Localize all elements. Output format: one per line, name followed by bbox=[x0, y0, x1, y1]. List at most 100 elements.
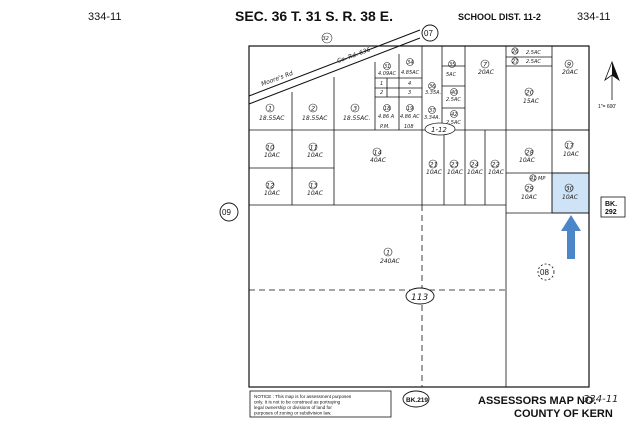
parcel-30-number: 30 bbox=[566, 185, 574, 193]
parcel-24-number: 24 bbox=[471, 161, 479, 169]
parcel-labels: 1 18.55AC 2 18.55AC 3 18.55AC. 31 4.09AC… bbox=[259, 47, 580, 265]
bk-292-number: 292 bbox=[605, 209, 617, 216]
parcel-3-area: 18.55AC. bbox=[343, 115, 370, 122]
parcel-26-area: 2.5AC bbox=[526, 50, 541, 56]
parcel-1-large-number: 1 bbox=[386, 249, 390, 257]
parcel-27-area: 2.5AC bbox=[526, 59, 541, 65]
north-arrow-icon bbox=[604, 60, 620, 100]
parcel-36-number: 36 bbox=[429, 84, 435, 90]
section-township-range: SEC. 36 T. 31 S. R. 38 E. bbox=[235, 8, 393, 24]
parcel-14-number: 14 bbox=[374, 149, 382, 157]
notice-line-2: only. It is not to be construed as portr… bbox=[254, 400, 341, 405]
road-edge-lower bbox=[248, 37, 421, 105]
parcel-19-area: 4.86 AC bbox=[400, 114, 420, 120]
road-number-circle bbox=[421, 24, 439, 42]
notice-line-4: purposes of zoning or subdivision law. bbox=[254, 411, 331, 416]
parcel-36-area: 3.35A. bbox=[425, 90, 441, 96]
parcel-10-number: 10 bbox=[266, 144, 274, 152]
subdivision-08: 08 bbox=[540, 268, 549, 277]
parcel-42-number: 42 bbox=[451, 112, 457, 118]
parcel-42-area: 2.5AC bbox=[446, 120, 461, 126]
parcel-17-area: 10AC bbox=[563, 151, 580, 158]
pm-ref-oval bbox=[424, 122, 456, 136]
parcel-34-number: 34 bbox=[407, 60, 413, 66]
parcel-7-area: 20AC bbox=[478, 69, 495, 76]
road-number: 07 bbox=[424, 29, 433, 38]
pm-number: 108 bbox=[404, 124, 414, 130]
notice-box bbox=[249, 390, 392, 418]
parcel-20-number: 20 bbox=[526, 89, 534, 97]
parcel-22-area: 10AC bbox=[488, 169, 505, 176]
parcel-1-large-area: 240AC bbox=[380, 258, 401, 265]
parcel-29-number: 29 bbox=[526, 185, 534, 193]
parcel-37-area: 3.34A. bbox=[424, 115, 440, 121]
scale-label: 1"= 600' bbox=[598, 104, 616, 110]
parcel-3-number: 3 bbox=[353, 105, 357, 113]
school-district: SCHOOL DIST. 11-2 bbox=[458, 12, 541, 22]
lot-1: 1 bbox=[380, 81, 383, 87]
parcel-18-number: 18 bbox=[384, 106, 390, 112]
parcel-40-number: 40 bbox=[451, 90, 457, 96]
parcel-35-number: 35 bbox=[449, 62, 455, 68]
parcel-31-area: 4.09AC bbox=[378, 71, 397, 77]
parcel-17-number: 17 bbox=[566, 142, 575, 150]
parcel-21-area: 10AC bbox=[426, 169, 443, 176]
notice-line-1: NOTICE : This map is for assessment purp… bbox=[254, 394, 352, 399]
parcel-32-circle bbox=[321, 32, 333, 44]
parcel-26-number: 26 bbox=[512, 49, 518, 55]
parcel-18-area: 4.86 A bbox=[378, 114, 395, 120]
parcel-21-number: 21 bbox=[430, 161, 438, 169]
subdivision-08-circle bbox=[537, 263, 555, 281]
assessors-map-number: 334-11 bbox=[583, 394, 618, 405]
parcel-2-number: 2 bbox=[311, 105, 315, 113]
parcel-map-113-oval bbox=[405, 287, 435, 305]
highlighted-parcel-30[interactable] bbox=[551, 172, 590, 214]
page-ref-right: 334-11 bbox=[577, 11, 610, 23]
parcel-22-number: 22 bbox=[492, 161, 500, 169]
page-ref-left: 334-11 bbox=[88, 11, 121, 23]
parcel-12-number: 12 bbox=[266, 182, 274, 190]
parcel-23-area: 10AC bbox=[447, 169, 464, 176]
lot-4: 4 bbox=[408, 81, 411, 87]
parcel-map-113: 113 bbox=[411, 293, 428, 303]
sheet-09: 09 bbox=[222, 208, 231, 217]
road-edge-upper bbox=[248, 29, 421, 97]
parcel-41-label: MP bbox=[538, 176, 545, 182]
parcel-2-area: 18.55AC bbox=[302, 115, 328, 122]
parcel-35-area: 5AC bbox=[446, 72, 457, 78]
parcel-34-area: 4.85AC bbox=[401, 70, 420, 76]
parcel-41-number: 41 bbox=[530, 176, 536, 182]
parcel-14-area: 40AC bbox=[370, 157, 387, 164]
parcel-11-area: 10AC bbox=[307, 152, 324, 159]
bk-219: BK.219 bbox=[406, 397, 428, 404]
parcel-20-area: 15AC bbox=[523, 98, 540, 105]
parcel-28-number: 28 bbox=[526, 149, 534, 157]
county-road-label: Co. Rd. 636 bbox=[336, 46, 371, 65]
parcel-19-number: 19 bbox=[407, 106, 413, 112]
bk-219-oval bbox=[402, 390, 430, 408]
lot-2: 2 bbox=[380, 90, 383, 96]
parcel-1-number: 1 bbox=[268, 105, 272, 113]
parcel-lines bbox=[249, 46, 589, 387]
parcel-37-number: 37 bbox=[429, 108, 436, 114]
pm-ref: 1-12 bbox=[431, 126, 447, 134]
section-boundary bbox=[248, 45, 590, 388]
pm-label: P.M. bbox=[380, 124, 390, 130]
parcel-40-area: 2.5AC bbox=[446, 97, 461, 103]
bk-292-box bbox=[600, 196, 626, 218]
assessors-map-label: ASSESSORS MAP NO. bbox=[478, 395, 596, 407]
parcel-7-number: 7 bbox=[483, 61, 488, 69]
notice-line-3: legal ownership or divisions of land for bbox=[254, 405, 332, 410]
parcel-11-number: 11 bbox=[310, 144, 318, 152]
parcel-24-area: 10AC bbox=[467, 169, 484, 176]
parcel-27-number: 27 bbox=[512, 59, 519, 65]
county-name: COUNTY OF KERN bbox=[514, 408, 613, 420]
parcel-31-number: 31 bbox=[384, 64, 390, 70]
parcel-9-area: 20AC bbox=[562, 69, 579, 76]
lot-3: 3 bbox=[408, 90, 411, 96]
arrow-up-icon bbox=[561, 215, 581, 259]
parcel-13-area: 10AC bbox=[307, 190, 324, 197]
parcel-28-area: 10AC bbox=[519, 157, 536, 164]
parcel-29-area: 10AC bbox=[521, 194, 538, 201]
